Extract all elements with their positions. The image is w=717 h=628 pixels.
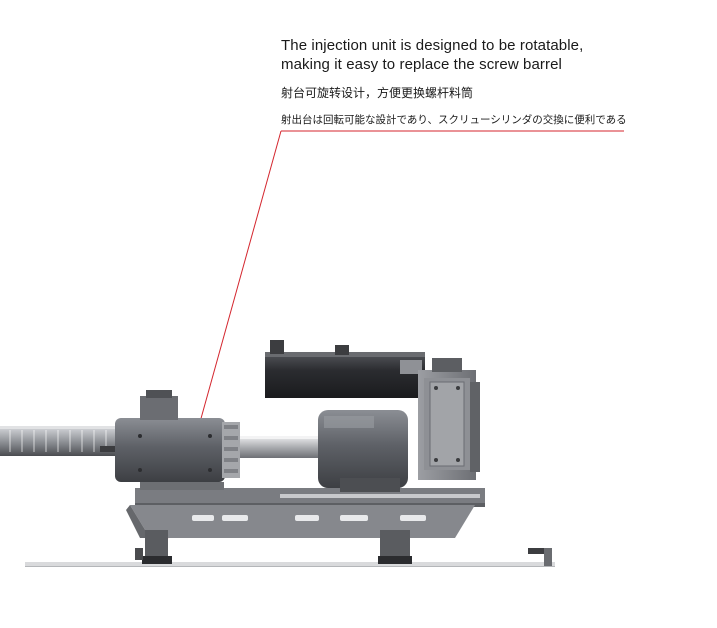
gearbox: [418, 358, 480, 480]
motor-block: [318, 410, 408, 492]
caption-chinese: 射台可旋转设计，方便更换螺杆料筒: [281, 86, 474, 100]
servo-motor: [265, 340, 425, 398]
screw-shaft: [240, 436, 322, 458]
slide-rail: [140, 482, 480, 498]
caption-english-line-2: making it easy to replace the screw barr…: [281, 56, 562, 73]
injection-cylinder: [115, 390, 240, 482]
caption-block: The injection unit is designed to be rot…: [281, 36, 627, 127]
base-frame: [126, 488, 485, 564]
screw-barrel: [0, 426, 116, 456]
floor-rail: [25, 548, 555, 567]
caption-japanese: 射出台は回転可能な設計であり、スクリューシリンダの交換に便利である: [281, 114, 627, 126]
caption-english-line-1: The injection unit is designed to be rot…: [281, 37, 584, 54]
